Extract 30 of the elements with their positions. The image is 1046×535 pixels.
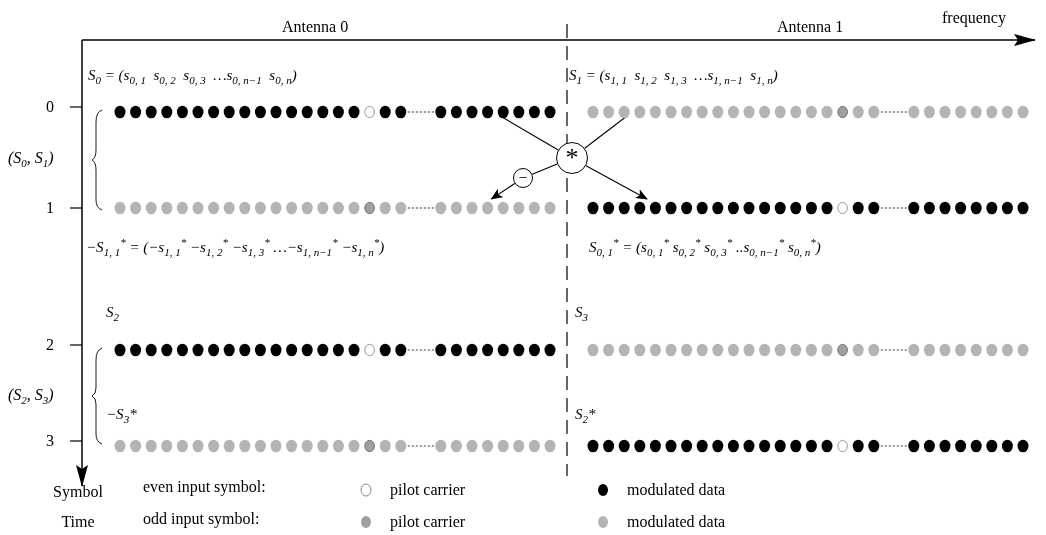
arrow (490, 183, 516, 200)
symbol-formula: S$_{0, 1}$$^{*}$ = (s$_{0, 1}$$^{*}$ s$_{0, 2}$$^{*}$ s$_{0, 3}$$^{*}$ ..s$_{0, n−1}$$^{*}$ s$_{0, n}$$^{*}$) (589, 235, 821, 260)
symbol-formula: S$_{3}$ (575, 303, 588, 325)
arrow (585, 165, 648, 200)
symbol-formula: S$_{0}$ = (s$_{0, 1}$ s$_{0, 2}$ s$_{0, 3}$ …s$_{0, n−1}$ s$_{0, n}$) (88, 66, 297, 88)
symbol-formula: S$_{2}$* (575, 405, 596, 427)
tick-label: 2 (46, 335, 54, 355)
axis-label: Symbol Time (52, 482, 104, 532)
axis-label: Antenna 1 (777, 17, 844, 37)
legend-label: pilot carrier (390, 480, 466, 500)
legend-label: pilot carrier (390, 512, 466, 532)
legend-label: modulated data (627, 512, 726, 532)
symbol-formula: S$_{2}$ (106, 303, 119, 325)
legend-label: modulated data (627, 480, 726, 500)
tick-label: 0 (46, 97, 54, 117)
pair-label: (S$_{0}$, S$_{1}$) (8, 148, 54, 172)
axis-label: Antenna 0 (282, 17, 349, 37)
symbol-formula: −S$_{1, 1}$$^{*}$ = (−s$_{1, 1}$$^{*}$ −s$_{1, 2}$$^{*}$ −s$_{1, 3}$$^{*}$ …−s$_{1, n−1}$$^{*}$ −s$_{1, n}$$^{*}$) (86, 235, 385, 260)
tick-label: 3 (46, 431, 54, 451)
pair-label: (S$_{2}$, S$_{3}$) (8, 385, 54, 409)
tick-label: 1 (46, 198, 54, 218)
legend-caption: even input symbol: (143, 477, 266, 497)
connector-line (531, 163, 558, 175)
symbol-formula: S$_{1}$ = (s$_{1, 1}$ s$_{1, 2}$ s$_{1, 3}$ …s$_{1, n−1}$ s$_{1, n}$) (569, 66, 778, 88)
axis-label: frequency (942, 8, 1006, 28)
connector-line (584, 115, 628, 149)
legend-caption: odd input symbol: (143, 509, 260, 529)
operator-circle: * (556, 142, 588, 174)
symbol-formula: −S$_{3}$* (106, 405, 137, 427)
operator-circle: − (513, 168, 533, 188)
